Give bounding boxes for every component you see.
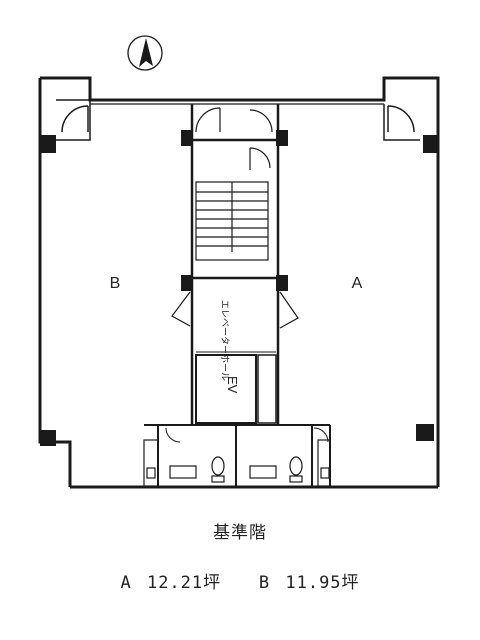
core-walls xyxy=(190,104,280,425)
area-summary: A 12.21坪 B 11.95坪 xyxy=(0,568,480,593)
floor-plan: B A EV エレベーターホール xyxy=(38,35,440,489)
north-arrow-icon xyxy=(127,35,163,71)
unit-b-label: B xyxy=(110,275,121,292)
unit-a-label: A xyxy=(352,275,363,292)
column-markers xyxy=(40,130,438,446)
unit-b-area: 11.95坪 xyxy=(285,573,360,593)
staircase xyxy=(195,147,271,261)
toilet-icons xyxy=(146,456,330,483)
corner-room-right xyxy=(383,104,420,141)
unit-a-area: 12.21坪 xyxy=(146,573,222,593)
toilet-block xyxy=(143,424,331,487)
unit-a-name: A xyxy=(120,573,132,593)
floor-title: 基準階 xyxy=(213,523,267,543)
elevator-label: EV xyxy=(225,376,240,394)
elevator-hall-label: エレベーターホール xyxy=(219,300,230,381)
corner-room-left xyxy=(56,99,91,141)
elevator xyxy=(195,351,277,424)
unit-b-name: B xyxy=(258,573,271,593)
